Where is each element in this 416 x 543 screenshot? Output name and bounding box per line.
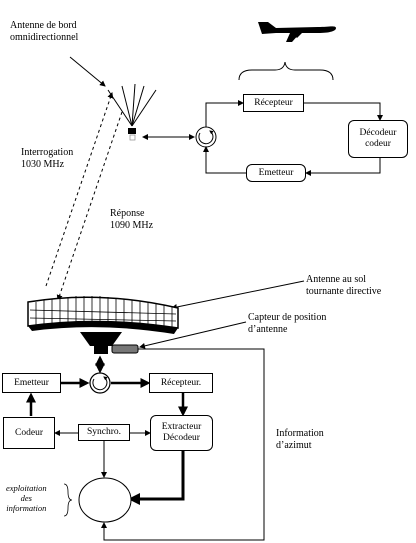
- ground-antenna-label: Antenne au sol tournante directive: [306, 274, 381, 298]
- reponse-label-line1: Réponse: [110, 208, 145, 219]
- ground-emetteur-box: Emetteur: [2, 373, 61, 393]
- interrogation-label-line2: 1030 MHz: [21, 159, 65, 170]
- interrogation-link: [45, 92, 114, 287]
- ground-antenna-label-line1: Antenne au sol: [306, 274, 366, 285]
- azimut-link: [101, 348, 265, 541]
- ground-codeur-box: Codeur: [3, 417, 55, 449]
- interrogation-label-line1: Interrogation: [21, 147, 74, 158]
- onboard-decodeur-box: Décodeur codeur: [348, 120, 408, 158]
- azimut-label: Information d’azimut: [276, 428, 324, 452]
- azimut-label-line2: d’azimut: [276, 440, 312, 451]
- ground-extracteur-line1: Extracteur: [161, 422, 202, 432]
- ground-antenna-label-line2: tournante directive: [306, 286, 382, 297]
- onboard-antenna-feed: [128, 128, 136, 134]
- ground-antenna-icon: [27, 296, 179, 354]
- ground-extracteur-box: Extracteur Décodeur: [150, 415, 213, 451]
- reponse-label: Réponse 1090 MHz: [110, 208, 153, 232]
- onboard-antenna-icon: [107, 83, 157, 127]
- exploitation-label-line2: des: [20, 493, 32, 503]
- exploitation-label: exploitation des information: [6, 483, 47, 513]
- antenna-position-sensor: [111, 344, 139, 354]
- onboard-brace: [238, 61, 334, 81]
- onboard-circulator-icon: [195, 126, 217, 148]
- interrogation-label: Interrogation 1030 MHz: [21, 147, 73, 171]
- azimut-label-line1: Information: [276, 428, 324, 439]
- onboard-antenna-label: Antenne de bord omnidirectionnel: [10, 20, 78, 44]
- ground-recepteur-box: Récepteur.: [149, 373, 213, 393]
- ground-circulator-icon: [89, 372, 111, 394]
- ground-synchro-box: Synchro.: [78, 424, 130, 441]
- exploitation-ellipse: [78, 477, 132, 523]
- sensor-label: Capteur de position d’antenne: [248, 312, 326, 336]
- onboard-antenna-label-line2: omnidirectionnel: [10, 32, 79, 43]
- exploitation-label-line1: exploitation: [6, 483, 47, 493]
- sensor-label-line1: Capteur de position: [248, 312, 327, 323]
- onboard-emetteur-box: Emetteur: [246, 164, 306, 182]
- onboard-decodeur-line1: Décodeur: [359, 128, 397, 138]
- sensor-label-line2: d’antenne: [248, 324, 288, 335]
- onboard-antenna-label-line1: Antenne de bord: [10, 20, 77, 31]
- ground-extracteur-line2: Décodeur: [163, 433, 200, 443]
- onboard-antenna-pointer: [69, 56, 106, 87]
- reponse-link: [56, 111, 123, 301]
- exploitation-label-line3: information: [6, 503, 47, 513]
- airplane-icon: [258, 22, 336, 42]
- reponse-label-line2: 1090 MHz: [110, 220, 154, 231]
- onboard-recepteur-box: Récepteur: [243, 94, 304, 112]
- onboard-decodeur-line2: codeur: [365, 139, 391, 149]
